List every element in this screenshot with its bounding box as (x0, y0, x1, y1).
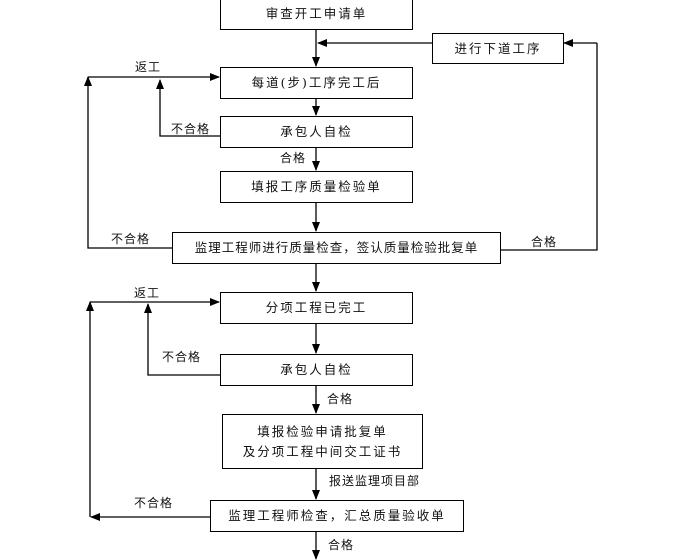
inspection-application-line1: 填报检验申请批复单 (257, 423, 388, 439)
supervisor-summary-box: 监理工程师检查，汇总质量验收单 (210, 500, 464, 532)
submit-to-supervision-label: 报送监理项目部 (329, 474, 421, 488)
contractor-self-check-text-1: 承包人自检 (280, 124, 353, 139)
supervisor-check-box: 监理工程师进行质量检查，签认质量检验批复单 (172, 232, 501, 264)
pass-label-final: 合格 (328, 538, 355, 552)
pass-loop-to-next-process (500, 43, 598, 251)
supervisor-check-text: 监理工程师进行质量检查，签认质量检验批复单 (194, 240, 479, 255)
contractor-self-check-box-1: 承包人自检 (220, 116, 413, 148)
rework-label-1: 返工 (135, 60, 162, 74)
inspection-application-line2: 及分项工程中间交工证书 (242, 443, 403, 459)
each-process-done-box: 每道(步)工序完工后 (220, 67, 413, 99)
next-process-text: 进行下道工序 (454, 40, 542, 56)
pass-label-self-check-1: 合格 (280, 151, 307, 165)
contractor-self-check-box-2: 承包人自检 (220, 354, 413, 386)
inspection-application-box: 填报检验申请批复单 及分项工程中间交工证书 (222, 414, 423, 469)
rework-label-2: 返工 (134, 286, 161, 300)
fail-label-outer-2: 不合格 (134, 496, 174, 510)
fail-loop-inner-1 (156, 79, 220, 137)
fail-label-inner-2: 不合格 (162, 350, 202, 364)
subitem-done-text: 分项工程已完工 (265, 300, 368, 315)
each-process-done-text: 每道(步)工序完工后 (251, 75, 382, 90)
fail-label-inner-1: 不合格 (171, 122, 211, 136)
pass-label-next-process: 合格 (531, 235, 558, 249)
review-application-box: 审查开工申请单 (220, 0, 413, 30)
supervisor-summary-text: 监理工程师检查，汇总质量验收单 (228, 508, 446, 523)
review-application-text: 审查开工申请单 (265, 6, 368, 21)
contractor-self-check-text-2: 承包人自检 (280, 362, 353, 377)
fail-loop-inner-2 (144, 303, 220, 376)
process-quality-form-text: 填报工序质量检验单 (251, 179, 382, 194)
process-quality-form-box: 填报工序质量检验单 (220, 171, 413, 203)
fail-loop-outer-1 (84, 76, 172, 249)
pass-label-self-check-2: 合格 (327, 392, 354, 406)
next-process-box: 进行下道工序 (432, 33, 564, 64)
subitem-done-box: 分项工程已完工 (220, 292, 413, 324)
fail-label-outer-1: 不合格 (111, 232, 151, 246)
